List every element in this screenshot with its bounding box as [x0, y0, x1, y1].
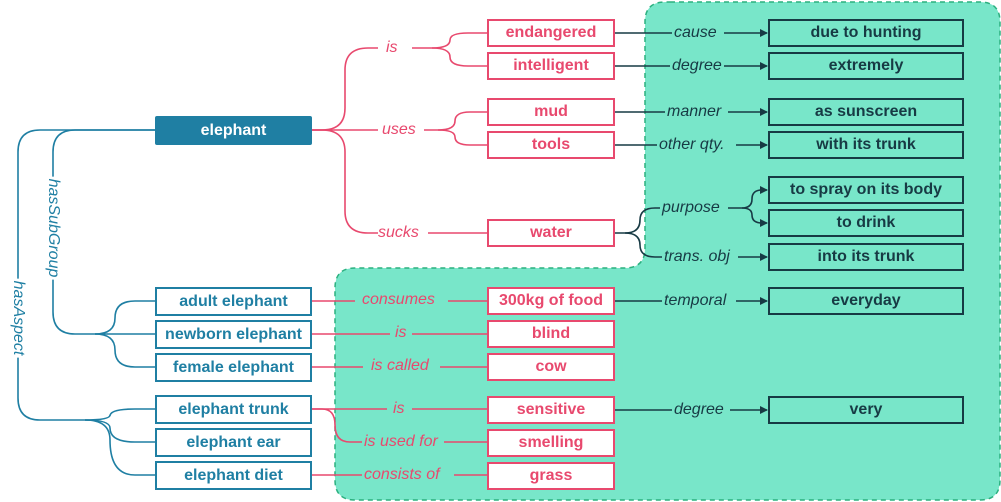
qualifier-due-to-hunting[interactable]: due to hunting	[768, 19, 964, 47]
value-smelling[interactable]: smelling	[487, 429, 615, 457]
qualifier-extremely[interactable]: extremely	[768, 52, 964, 80]
qualifier-very[interactable]: very	[768, 396, 964, 424]
relation-is: is	[386, 39, 398, 56]
modifier-links	[615, 29, 768, 414]
concept-newborn-elephant[interactable]: newborn elephant	[155, 320, 312, 349]
value-grass[interactable]: grass	[487, 462, 615, 490]
relation-is-sensitive: is	[393, 400, 405, 417]
value-mud[interactable]: mud	[487, 98, 615, 126]
value-tools[interactable]: tools	[487, 131, 615, 159]
value-intelligent[interactable]: intelligent	[487, 52, 615, 80]
relation-is-called: is called	[371, 357, 429, 374]
modifier-purpose: purpose	[662, 199, 720, 216]
relation-is-used-for: is used for	[364, 433, 438, 450]
value-water[interactable]: water	[487, 219, 615, 247]
relation-is-blind: is	[395, 324, 407, 341]
value-300kg-of-food[interactable]: 300kg of food	[487, 287, 615, 315]
value-blind[interactable]: blind	[487, 320, 615, 348]
subgroup-links	[17, 129, 155, 476]
relation-sucks: sucks	[378, 224, 419, 241]
qualifier-everyday[interactable]: everyday	[768, 287, 964, 315]
value-cow[interactable]: cow	[487, 353, 615, 381]
modifier-manner: manner	[667, 103, 722, 120]
relation-consumes: consumes	[362, 291, 435, 308]
modifier-degree-very: degree	[674, 401, 724, 418]
qualifier-to-spray-on-its-body[interactable]: to spray on its body	[768, 176, 964, 204]
concept-adult-elephant[interactable]: adult elephant	[155, 287, 312, 316]
modifier-cause: cause	[674, 24, 717, 41]
concept-elephant-ear[interactable]: elephant ear	[155, 428, 312, 457]
concept-elephant-diet[interactable]: elephant diet	[155, 461, 312, 490]
modifier-trans-obj: trans. obj	[664, 248, 730, 265]
value-sensitive[interactable]: sensitive	[487, 396, 615, 424]
modifier-temporal: temporal	[664, 292, 727, 309]
has-aspect-label: hasAspect	[9, 278, 27, 358]
modifier-other-qty: other qty.	[659, 136, 725, 153]
relation-links	[312, 32, 487, 476]
has-subgroup-label: hasSubGroup	[44, 176, 62, 280]
qualifier-as-sunscreen[interactable]: as sunscreen	[768, 98, 964, 126]
concept-elephant-trunk[interactable]: elephant trunk	[155, 395, 312, 424]
qualifier-with-its-trunk[interactable]: with its trunk	[768, 131, 964, 159]
concept-female-elephant[interactable]: female elephant	[155, 353, 312, 382]
value-endangered[interactable]: endangered	[487, 19, 615, 47]
root-node-elephant[interactable]: elephant	[155, 116, 312, 145]
modifier-degree: degree	[672, 57, 722, 74]
relation-consists-of: consists of	[364, 466, 440, 483]
qualifier-into-its-trunk[interactable]: into its trunk	[768, 243, 964, 271]
qualifier-to-drink[interactable]: to drink	[768, 209, 964, 237]
relation-uses: uses	[382, 121, 416, 138]
